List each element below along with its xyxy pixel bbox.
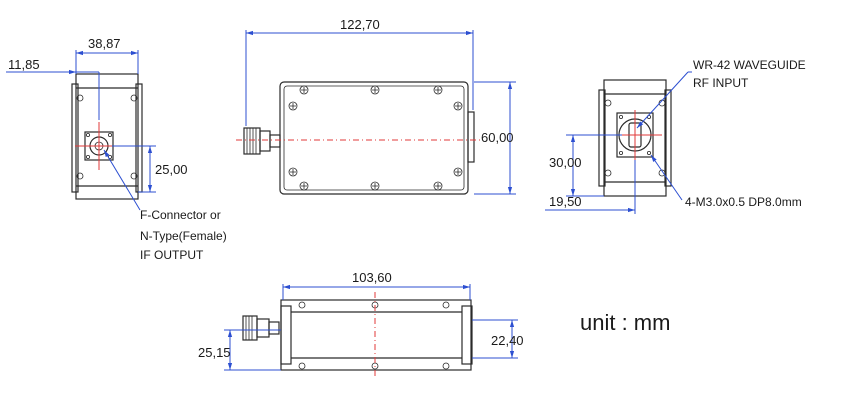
if-output-label-line3: IF OUTPUT — [140, 248, 204, 262]
waveguide-offset-dimension: 19,50 — [549, 194, 582, 209]
bottom-n-connector — [242, 315, 258, 341]
housing-outline — [279, 81, 469, 195]
rf-input-label-line1: WR-42 WAVEGUIDE — [693, 58, 806, 72]
bottom-length-dimension: 103,60 — [352, 270, 392, 285]
unit-note: unit : mm — [580, 310, 670, 335]
side-width-dimension: 38,87 — [88, 36, 121, 51]
waveguide-height-dimension: 30,00 — [549, 155, 582, 170]
left-side-view: 38,87 11,85 25,00 F-Connector or N-Type(… — [6, 36, 227, 262]
top-view: 122,70 60,00 — [236, 17, 516, 195]
if-output-label-line2: N-Type(Female) — [140, 229, 227, 243]
bottom-connector-height-dimension: 25,15 — [198, 345, 231, 360]
top-length-dimension: 122,70 — [340, 17, 380, 32]
housing-screws — [288, 85, 463, 191]
rf-input-label-line2: RF INPUT — [693, 76, 749, 90]
bottom-body-height-dimension: 22,40 — [491, 333, 524, 348]
bottom-view: 103,60 25,15 22,40 — [198, 270, 524, 378]
n-connector — [243, 127, 261, 155]
side-offset-dimension: 11,85 — [8, 57, 40, 72]
if-output-label-line1: F-Connector or — [140, 208, 221, 222]
bottom-body — [280, 299, 472, 371]
side-frame — [75, 73, 139, 200]
mount-holes-label: 4-M3.0x0.5 DP8.0mm — [685, 195, 802, 209]
side-connector-height-dimension: 25,00 — [155, 162, 188, 177]
waveguide-side-view: WR-42 WAVEGUIDE RF INPUT 4-M3.0x0.5 DP8.… — [545, 58, 806, 214]
top-height-dimension: 60,00 — [481, 130, 514, 145]
